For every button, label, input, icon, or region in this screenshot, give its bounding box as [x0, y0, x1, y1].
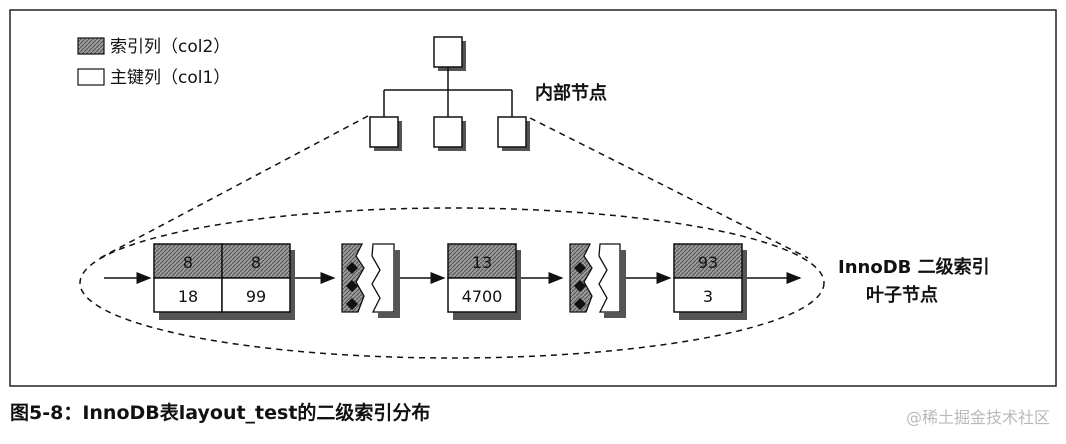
internal-node-right: [497, 116, 527, 148]
cone-line-right: [529, 117, 809, 259]
root-node: [433, 36, 463, 68]
leaf-level-ellipse: [79, 207, 825, 359]
pk-value: 4700: [462, 287, 503, 306]
index-cell: [673, 243, 743, 279]
leaf-page-3: 93 3: [673, 243, 747, 320]
index-value: 8: [183, 253, 193, 272]
index-value: 8: [251, 253, 261, 272]
legend-primary-key-column: 主键列（col1）: [110, 68, 230, 88]
internal-node-middle: [433, 116, 463, 148]
leaf-page-1: 8 8 18 99: [153, 243, 295, 320]
internal-node-left: [369, 116, 399, 148]
watermark: @稀土掘金技术社区: [905, 408, 1050, 427]
internal-nodes-tree: 内部节点: [369, 36, 607, 151]
index-value: 13: [472, 253, 492, 272]
omitted-pages-1: [341, 243, 400, 318]
pk-cell: [673, 277, 743, 313]
cone-line-left: [99, 115, 369, 259]
figure-caption: 图5-8：InnoDB表layout_test的二级索引分布: [10, 402, 431, 424]
internal-nodes-label: 内部节点: [535, 82, 607, 104]
leaf-level-label-line2: 叶子节点: [866, 284, 938, 306]
pk-cell: [447, 277, 517, 313]
pk-value: 99: [246, 287, 266, 306]
leaf-level-label-line1: InnoDB 二级索引: [838, 256, 990, 278]
leaf-page-2: 13 4700: [447, 243, 521, 320]
legend-index-column: 索引列（col2）: [110, 37, 230, 57]
index-value: 93: [698, 253, 718, 272]
pk-cell: [153, 277, 223, 313]
pk-value: 18: [178, 287, 198, 306]
pk-value: 3: [703, 287, 713, 306]
omitted-pages-2: [569, 243, 626, 318]
pk-cell: [221, 277, 291, 313]
tree-connectors: [383, 67, 513, 117]
primary-key-swatch: [77, 68, 105, 86]
index-column-swatch: [77, 37, 105, 55]
figure-frame: [9, 9, 1057, 387]
legend: 索引列（col2） 主键列（col1）: [77, 37, 230, 88]
